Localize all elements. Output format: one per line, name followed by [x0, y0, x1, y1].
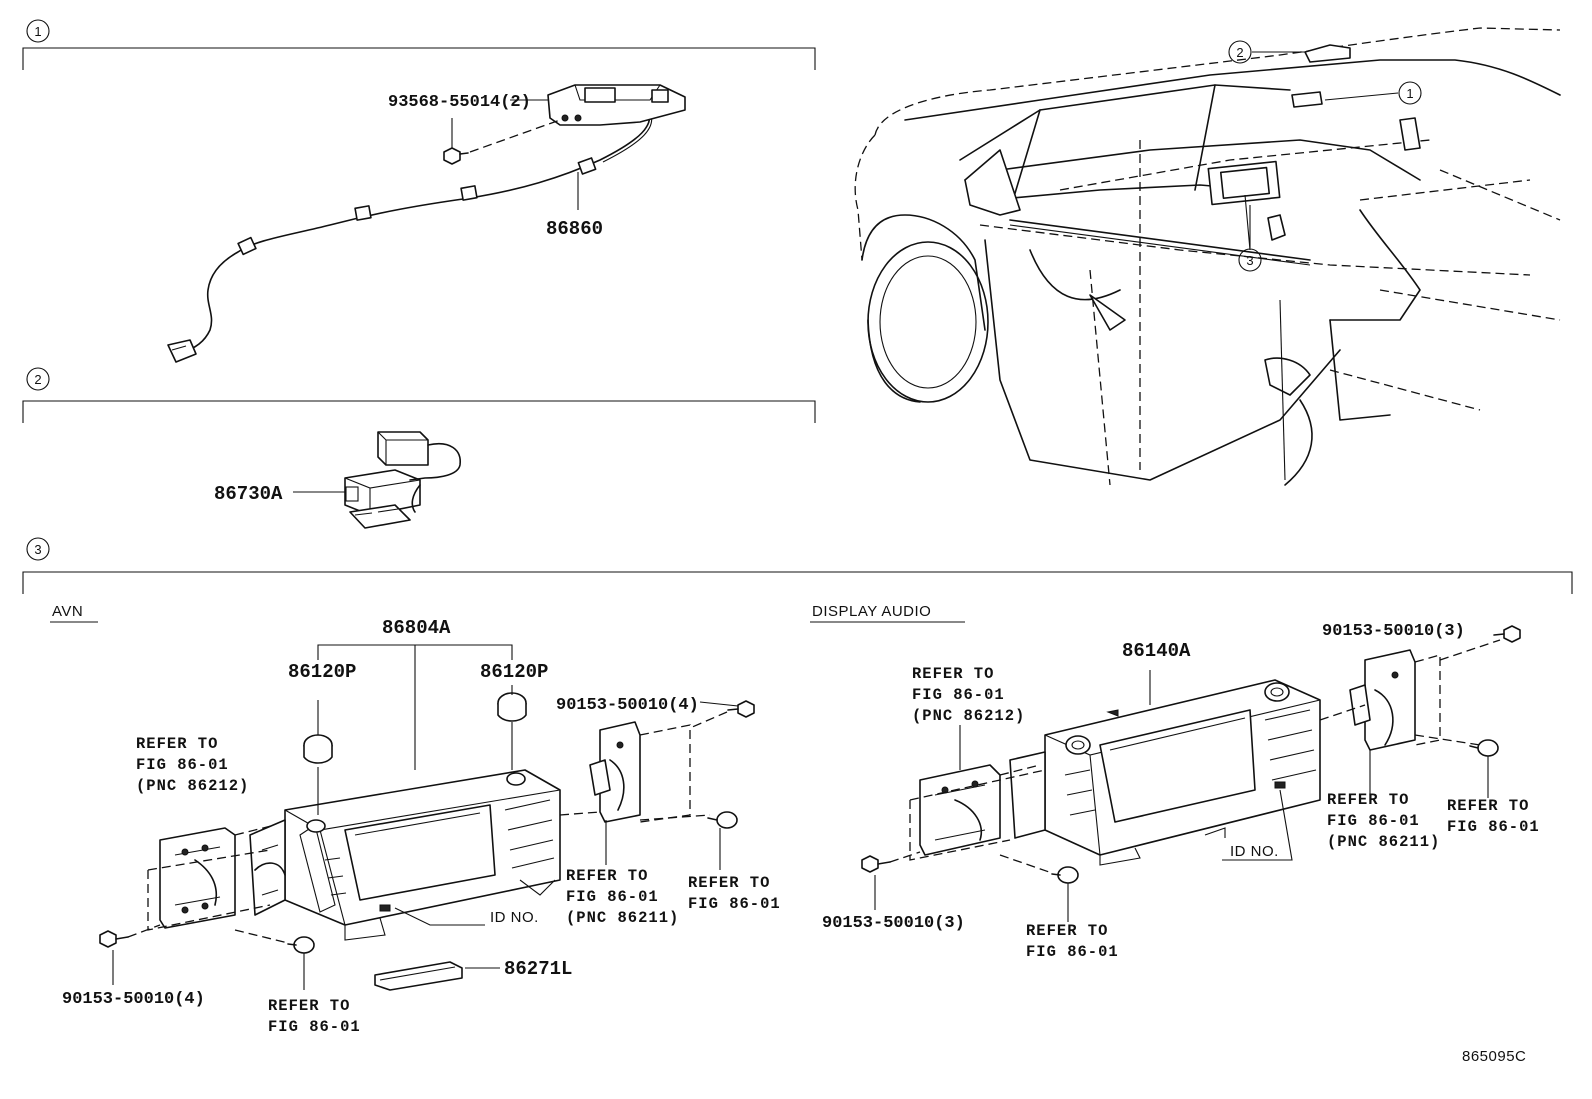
vehicle-overview-drawing	[854, 27, 1561, 486]
section-1-bracket	[22, 47, 816, 70]
harness-label-86860: 86860	[546, 218, 603, 240]
antenna-harness-drawing	[167, 84, 686, 363]
avn-group: AVN	[50, 603, 781, 1036]
overview-callout-1-text: 1	[1406, 86, 1413, 101]
section-2-number: 2	[34, 372, 41, 387]
display-audio-screw-bottom-label: 90153-50010(3)	[822, 914, 965, 933]
display-audio-refer-left-line1: REFER TO	[912, 665, 994, 683]
display-audio-clip-right-drawing	[1469, 739, 1499, 757]
avn-knob-left-label: 86120P	[288, 661, 356, 683]
avn-right-bracket-drawing	[589, 721, 641, 823]
module-label-86730A: 86730A	[214, 483, 283, 505]
avn-refer-clip-bottom-line1: REFER TO	[268, 997, 350, 1015]
avn-left-bracket-drawing	[159, 827, 236, 929]
display-audio-heading: DISPLAY AUDIO	[812, 603, 931, 620]
avn-refer-clip-bottom-line2: FIG 86-01	[268, 1018, 361, 1036]
avn-refer-left-line1: REFER TO	[136, 735, 218, 753]
avn-refer-bracket-line1: REFER TO	[566, 867, 648, 885]
display-audio-id-label: ID NO.	[1230, 843, 1279, 860]
section-2-marker	[26, 367, 50, 391]
plate-86271L-drawing	[374, 961, 463, 991]
display-audio-refer-left-line2: FIG 86-01	[912, 686, 1005, 704]
section-3-marker	[26, 537, 50, 561]
avn-refer-clip-right-line2: FIG 86-01	[688, 895, 781, 913]
avn-heading: AVN	[52, 603, 83, 620]
avn-clip-right-drawing	[707, 811, 738, 829]
overview-callouts: 2 1 3	[1228, 40, 1422, 272]
display-audio-refer-clip-bottom-line1: REFER TO	[1026, 922, 1108, 940]
module-86730A-drawing	[344, 431, 461, 529]
section-2-bracket	[22, 400, 816, 423]
display-audio-refer-left-line3: (PNC 86212)	[912, 707, 1025, 725]
avn-screw-bottom-drawing	[99, 930, 129, 948]
display-audio-screw-bottom-drawing	[861, 855, 891, 873]
display-audio-refer-clip-right-line1: REFER TO	[1447, 797, 1529, 815]
figure-code: 865095C	[1462, 1048, 1526, 1065]
display-audio-group: DISPLAY AUDIO	[810, 603, 1540, 961]
display-audio-clip-bottom-drawing	[1051, 866, 1079, 884]
section-2: 2 86730A	[22, 367, 816, 529]
avn-head-unit-drawing	[249, 769, 561, 941]
avn-unit-label-86804A: 86804A	[382, 617, 451, 639]
overview-callout-2-text: 2	[1236, 45, 1243, 60]
screw-label-93568: 93568-55014(2)	[388, 93, 531, 112]
avn-screw-top-label: 90153-50010(4)	[556, 696, 699, 715]
display-audio-refer-bracket-line2: FIG 86-01	[1327, 812, 1420, 830]
section-1: 1 93568	[22, 19, 816, 363]
section-3-bracket	[22, 571, 1573, 594]
avn-id-label: ID NO.	[490, 909, 539, 926]
overview-callout-2	[1228, 40, 1252, 64]
avn-knob-right-label: 86120P	[480, 661, 548, 683]
overview-callout-1	[1398, 81, 1422, 105]
section-1-marker	[26, 19, 50, 43]
knob-86120P-left-drawing	[303, 734, 333, 764]
display-audio-refer-bracket-line1: REFER TO	[1327, 791, 1409, 809]
display-audio-left-bracket-drawing	[919, 764, 1001, 856]
avn-refer-clip-right-line1: REFER TO	[688, 874, 770, 892]
display-audio-unit-drawing	[1009, 679, 1321, 866]
overview-callout-3	[1238, 248, 1262, 272]
display-audio-refer-clip-right-line2: FIG 86-01	[1447, 818, 1540, 836]
section-1-number: 1	[34, 24, 41, 39]
section-3: 3	[22, 537, 1573, 594]
display-audio-refer-bracket-line3: (PNC 86211)	[1327, 833, 1440, 851]
avn-refer-bracket-line2: FIG 86-01	[566, 888, 659, 906]
avn-screw-bottom-label: 90153-50010(4)	[62, 990, 205, 1009]
section-3-number: 3	[34, 542, 41, 557]
avn-screw-top-drawing	[727, 700, 755, 718]
display-audio-screw-top-drawing	[1493, 625, 1521, 643]
avn-clip-bottom-drawing	[287, 936, 315, 954]
display-audio-screw-top-label: 90153-50010(3)	[1322, 622, 1465, 641]
overview-callout-3-text: 3	[1246, 253, 1253, 268]
display-audio-right-bracket-drawing	[1349, 649, 1416, 751]
plate-label-86271L: 86271L	[504, 958, 572, 980]
avn-refer-bracket-line3: (PNC 86211)	[566, 909, 679, 927]
display-audio-refer-clip-bottom-line2: FIG 86-01	[1026, 943, 1119, 961]
display-audio-unit-label-86140A: 86140A	[1122, 640, 1191, 662]
avn-refer-left-line2: FIG 86-01	[136, 756, 229, 774]
avn-refer-left-line3: (PNC 86212)	[136, 777, 249, 795]
knob-86120P-right-drawing	[497, 692, 527, 722]
